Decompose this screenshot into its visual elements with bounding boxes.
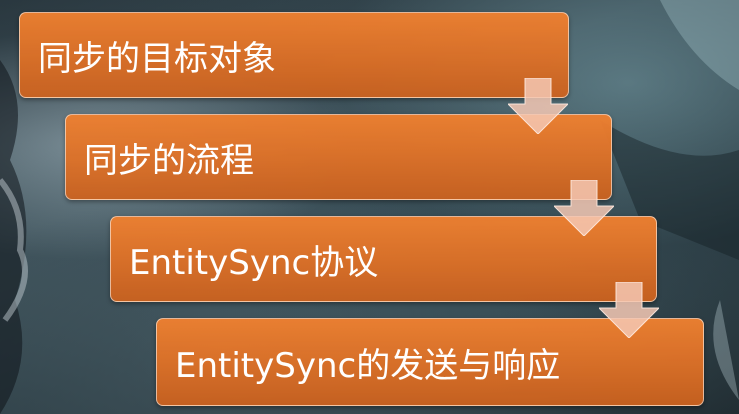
step-sync-target: 同步的目标对象	[19, 12, 569, 98]
step-entitysync-protocol: EntitySync协议	[110, 216, 657, 302]
arrow-down-icon	[508, 78, 568, 134]
step-entitysync-send-response: EntitySync的发送与响应	[156, 318, 704, 406]
step-label: 同步的目标对象	[38, 38, 276, 79]
step-label: EntitySync的发送与响应	[175, 345, 561, 386]
arrow-down-icon	[599, 282, 659, 338]
arrow-down-icon	[554, 180, 614, 236]
step-label: EntitySync协议	[129, 242, 379, 283]
step-sync-flow: 同步的流程	[65, 114, 612, 200]
step-label: 同步的流程	[84, 140, 254, 181]
